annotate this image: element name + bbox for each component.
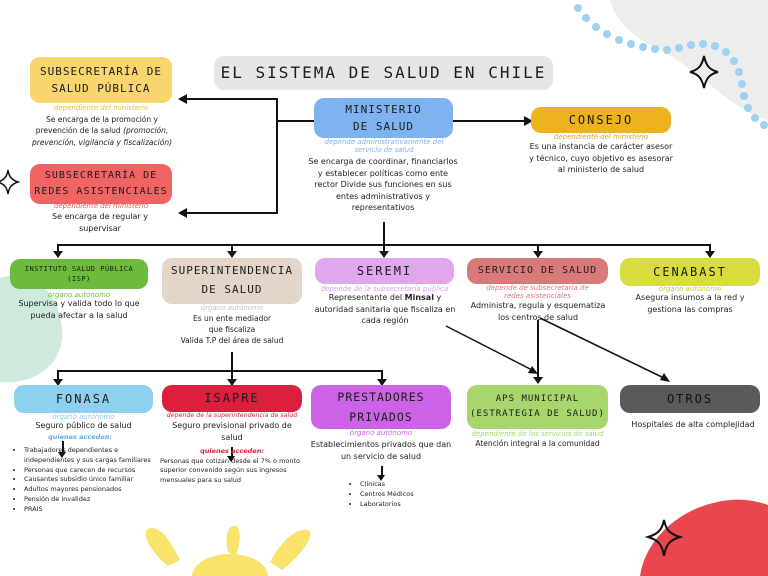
aps-note: dependiente de los servicios de salud bbox=[471, 430, 604, 438]
yellow-splash-bottom bbox=[145, 525, 311, 576]
sparkle-star-left bbox=[0, 169, 21, 195]
cenabast-note: órgano autónomo bbox=[658, 285, 722, 293]
isapre-note: depende de la superintendencia de salud bbox=[166, 412, 298, 419]
subsecretaria-redes-note: dependiente del ministerio bbox=[53, 202, 149, 210]
red-blob-bottom-right bbox=[640, 499, 768, 576]
list-item: Trabajadores dependientes e independient… bbox=[24, 446, 164, 466]
fonasa-access-list: Trabajadores dependientes e independient… bbox=[12, 446, 164, 514]
fonasa-note: órgano autónomo bbox=[52, 413, 115, 421]
isapre-desc: Seguro previsional privado de salud bbox=[172, 421, 292, 442]
superintendencia-node: SUPERINTENDENCIA DE SALUD bbox=[162, 258, 302, 304]
subsecretaria-salud-publica-node: SUBSECRETARÍA DE SALUD PÚBLICA bbox=[30, 57, 172, 103]
isp-node: INSTITUTO SALUD PÚBLICA (ISP) bbox=[10, 259, 148, 289]
isapre-who-desc: Personas que cotizan desde el 7% o monto… bbox=[160, 457, 301, 484]
subsecretaria-redes-node: SUBSECRETARÍA DE REDES ASISTENCIALES bbox=[30, 164, 172, 204]
list-item: Pensión de invalidez bbox=[24, 495, 164, 505]
list-item: Laboratorios bbox=[360, 500, 460, 510]
sparkle-star-bottom-right bbox=[644, 519, 684, 557]
servicio-salud-desc: Administra, regula y esquematiza los cen… bbox=[470, 301, 606, 322]
prestadores-node: PRESTADORES PRIVADOS bbox=[311, 385, 451, 429]
dots-arc-top-right bbox=[574, 4, 768, 129]
seremi-note: depende de la subsecretaría pública bbox=[320, 285, 449, 293]
consejo-desc: Es una instancia de carácter asesor y té… bbox=[529, 142, 673, 175]
isapre-node: ISAPRE bbox=[162, 385, 302, 412]
prestadores-desc: Establecimientos privados que dan un ser… bbox=[310, 440, 452, 461]
isapre-who-label: quienes acceden: bbox=[200, 447, 264, 455]
fonasa-desc: Seguro público de salud bbox=[35, 421, 132, 430]
gray-blob-top-right bbox=[610, 0, 768, 120]
list-item: PRAIS bbox=[24, 505, 164, 515]
ministerio-node: MINISTERIO DE SALUD bbox=[314, 98, 453, 138]
prestadores-note: órgano autónomo bbox=[349, 429, 413, 437]
list-item: Centros Médicos bbox=[360, 490, 460, 500]
cenabast-node: CENABAST bbox=[620, 258, 760, 286]
servicio-salud-node: SERVICIO DE SALUD bbox=[467, 258, 608, 284]
isp-note: órgano autónomo bbox=[47, 291, 111, 299]
superintendencia-desc: Es un ente mediador que fiscaliza Valida… bbox=[180, 314, 284, 345]
prestadores-list: ClínicasCentros MédicosLaboratorios bbox=[348, 480, 460, 509]
seremi-node: SEREMI bbox=[315, 258, 454, 284]
subsecretaria-publica-desc: Se encarga de la promoción y prevención … bbox=[31, 115, 173, 147]
otros-desc: Hospitales de alta complejidad bbox=[631, 420, 755, 429]
otros-node: OTROS bbox=[620, 385, 760, 413]
subsecretaria-redes-desc: Se encarga de regular y supervisar bbox=[52, 212, 148, 233]
fonasa-who-label: quienes acceden: bbox=[48, 433, 112, 441]
consejo-node: CONSEJO bbox=[531, 107, 671, 133]
list-item: Adultos mayores pensionados bbox=[24, 485, 164, 495]
page-title: EL SISTEMA DE SALUD EN CHILE bbox=[214, 56, 553, 90]
ministerio-desc: Se encarga de coordinar, financiarlos y … bbox=[308, 157, 458, 213]
list-item: Clínicas bbox=[360, 480, 460, 490]
seremi-desc: Representante del Minsal y autoridad san… bbox=[314, 293, 456, 326]
sparkle-star-top-right bbox=[689, 55, 719, 89]
consejo-note: dependiente del ministerio bbox=[553, 133, 649, 141]
aps-node: APS MUNICIPAL (ESTRATEGIA DE SALUD) bbox=[467, 385, 608, 429]
list-item: Causantes subsidio único familiar bbox=[24, 475, 164, 485]
servicio-salud-note: depende de subsecretaría de redes asiste… bbox=[486, 284, 589, 300]
ministerio-note: depende administrativamente del servicio… bbox=[324, 138, 444, 154]
mint-blob-left bbox=[0, 275, 63, 383]
superintendencia-note: órgano autónomo bbox=[200, 304, 264, 312]
subsecretaria-publica-note: dependiente del ministerio bbox=[53, 104, 149, 112]
list-item: Personas que carecen de recursos bbox=[24, 466, 164, 476]
aps-desc: Atención integral a la comunidad bbox=[475, 439, 600, 448]
isp-desc: Supervisa y valida todo lo que pueda afe… bbox=[18, 299, 140, 320]
fonasa-node: FONASA bbox=[14, 385, 153, 413]
cenabast-desc: Asegura insumos a la red y gestiona las … bbox=[635, 293, 745, 314]
